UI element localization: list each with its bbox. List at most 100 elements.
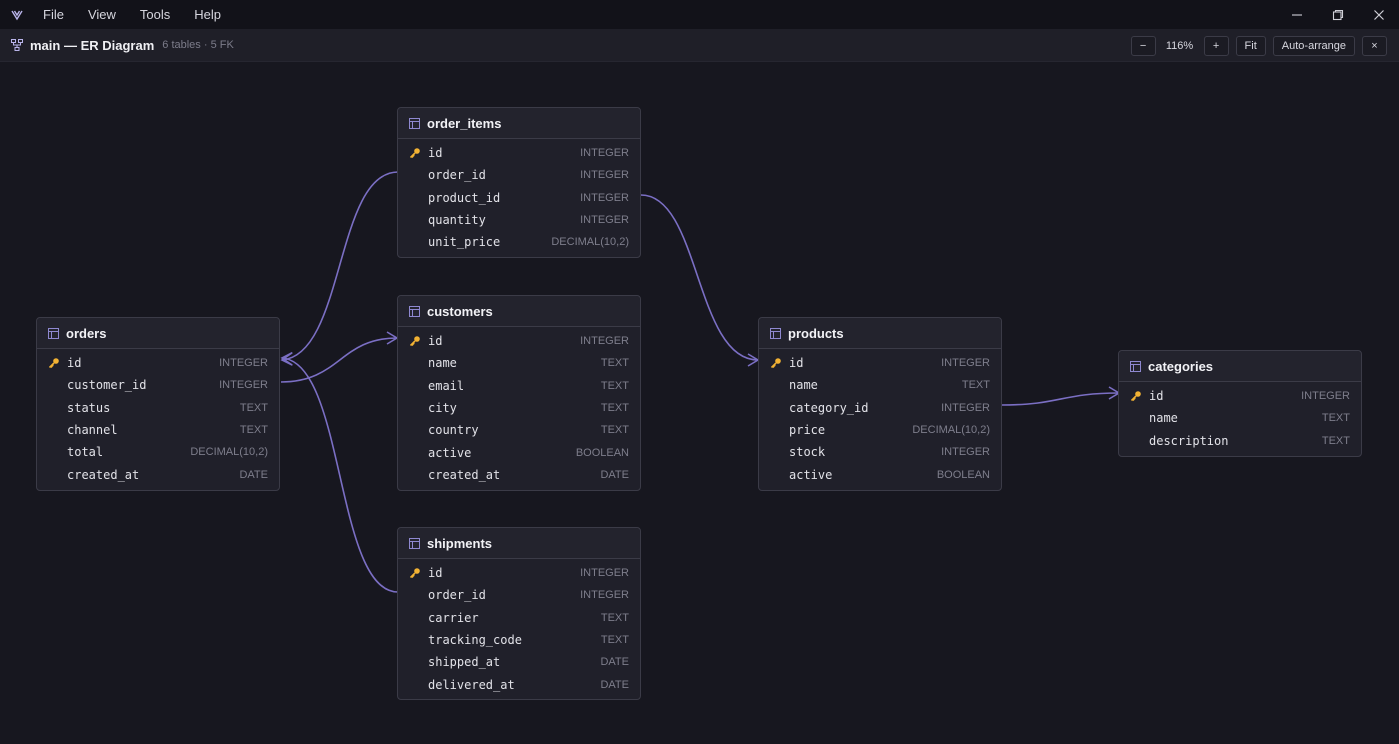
column-name: active [428, 445, 472, 460]
column-row[interactable]: name TEXT [759, 374, 1001, 396]
close-diagram-button[interactable]: × [1362, 35, 1387, 56]
table-card-orders[interactable]: orders id INTEGER customer_id INTEGER st… [36, 317, 280, 491]
schema-icon [11, 39, 23, 51]
table-name: shipments [427, 535, 493, 551]
column-name: stock [789, 445, 826, 460]
column-row[interactable]: city TEXT [398, 397, 640, 419]
table-icon [409, 305, 420, 317]
column-name: status [67, 400, 111, 415]
menu-view[interactable]: View [87, 7, 116, 22]
table-card-order-items[interactable]: order_items id INTEGER order_id INTEGER … [397, 107, 641, 258]
column-name: name [1149, 411, 1178, 426]
table-name: products [788, 325, 844, 341]
column-name: channel [67, 423, 118, 438]
column-row[interactable]: name TEXT [398, 352, 640, 374]
column-row[interactable]: product_id INTEGER [398, 187, 640, 209]
fit-button[interactable]: Fit [1235, 35, 1266, 56]
column-name: country [428, 423, 479, 438]
minimize-icon[interactable] [1276, 0, 1317, 29]
column-row[interactable]: price DECIMAL(10,2) [759, 419, 1001, 441]
zoom-out-button[interactable]: − [1130, 35, 1156, 56]
table-icon [48, 327, 59, 339]
column-row[interactable]: quantity INTEGER [398, 209, 640, 231]
column-row[interactable]: stock INTEGER [759, 441, 1001, 463]
table-card-customers[interactable]: customers id INTEGER name TEXT email TEX… [397, 295, 641, 491]
column-row[interactable]: tracking_code TEXT [398, 629, 640, 651]
menu-help[interactable]: Help [194, 7, 222, 22]
maximize-icon[interactable] [1317, 0, 1358, 29]
column-name: customer_id [67, 378, 147, 393]
table-name: customers [427, 303, 493, 319]
column-type: TEXT [961, 379, 990, 392]
column-row[interactable]: delivered_at DATE [398, 673, 640, 695]
table-header[interactable]: products [759, 318, 1001, 349]
column-row[interactable]: id INTEGER [759, 352, 1001, 374]
column-type: INTEGER [580, 589, 629, 602]
table-card-categories[interactable]: categories id INTEGER name TEXT descript… [1118, 350, 1362, 457]
table-header[interactable]: order_items [398, 108, 640, 139]
column-row[interactable]: category_id INTEGER [759, 397, 1001, 419]
column-name: id [428, 566, 443, 581]
column-row[interactable]: status TEXT [37, 397, 279, 419]
column-name: id [428, 146, 443, 161]
diagram-toolbar: main — ER Diagram 6 tables · 5 FK − 116%… [0, 29, 1399, 62]
table-name: categories [1148, 358, 1214, 374]
column-row[interactable]: order_id INTEGER [398, 584, 640, 606]
auto-arrange-button[interactable]: Auto-arrange [1272, 35, 1355, 56]
column-type: INTEGER [941, 401, 990, 414]
table-header[interactable]: orders [37, 318, 279, 349]
column-row[interactable]: created_at DATE [37, 463, 279, 485]
column-row[interactable]: channel TEXT [37, 419, 279, 441]
column-type: INTEGER [1301, 390, 1350, 403]
column-name: quantity [428, 213, 486, 228]
column-type: INTEGER [941, 446, 990, 459]
column-row[interactable]: active BOOLEAN [398, 441, 640, 463]
column-name: city [428, 401, 457, 416]
column-row[interactable]: customer_id INTEGER [37, 374, 279, 396]
column-row[interactable]: name TEXT [1119, 407, 1361, 429]
zoom-level: 116% [1165, 39, 1194, 52]
column-type: TEXT [600, 379, 629, 392]
column-type: INTEGER [580, 214, 629, 227]
menu-file[interactable]: File [43, 7, 64, 22]
column-row[interactable]: order_id INTEGER [398, 164, 640, 186]
close-icon[interactable] [1358, 0, 1399, 29]
table-header[interactable]: categories [1119, 351, 1361, 382]
column-name: category_id [789, 400, 869, 415]
column-name: order_id [428, 588, 486, 603]
column-row[interactable]: total DECIMAL(10,2) [37, 441, 279, 463]
column-row[interactable]: created_at DATE [398, 464, 640, 486]
column-type: INTEGER [219, 357, 268, 370]
table-card-shipments[interactable]: shipments id INTEGER order_id INTEGER ca… [397, 527, 641, 700]
table-name: orders [66, 325, 107, 341]
column-row[interactable]: id INTEGER [398, 562, 640, 584]
column-name: id [1149, 389, 1164, 404]
zoom-in-button[interactable]: + [1203, 35, 1229, 56]
column-type: DATE [600, 678, 629, 691]
column-row[interactable]: shipped_at DATE [398, 651, 640, 673]
column-type: TEXT [239, 424, 268, 437]
column-type: INTEGER [580, 191, 629, 204]
column-row[interactable]: description TEXT [1119, 430, 1361, 452]
table-header[interactable]: shipments [398, 528, 640, 559]
primary-key-icon [409, 148, 420, 159]
table-card-products[interactable]: products id INTEGER name TEXT category_i… [758, 317, 1002, 491]
table-header[interactable]: customers [398, 296, 640, 327]
column-row[interactable]: active BOOLEAN [759, 463, 1001, 485]
window-controls [1276, 0, 1399, 29]
column-row[interactable]: id INTEGER [1119, 385, 1361, 407]
primary-key-icon [48, 358, 59, 369]
menu-tools[interactable]: Tools [139, 7, 171, 22]
column-name: name [789, 378, 818, 393]
column-type: BOOLEAN [575, 446, 629, 459]
column-row[interactable]: id INTEGER [37, 352, 279, 374]
app-logo-icon [0, 0, 34, 29]
column-row[interactable]: country TEXT [398, 419, 640, 441]
column-row[interactable]: id INTEGER [398, 142, 640, 164]
column-type: TEXT [1321, 412, 1350, 425]
column-name: total [67, 445, 104, 460]
column-row[interactable]: id INTEGER [398, 330, 640, 352]
column-row[interactable]: unit_price DECIMAL(10,2) [398, 231, 640, 253]
column-row[interactable]: email TEXT [398, 375, 640, 397]
column-row[interactable]: carrier TEXT [398, 607, 640, 629]
